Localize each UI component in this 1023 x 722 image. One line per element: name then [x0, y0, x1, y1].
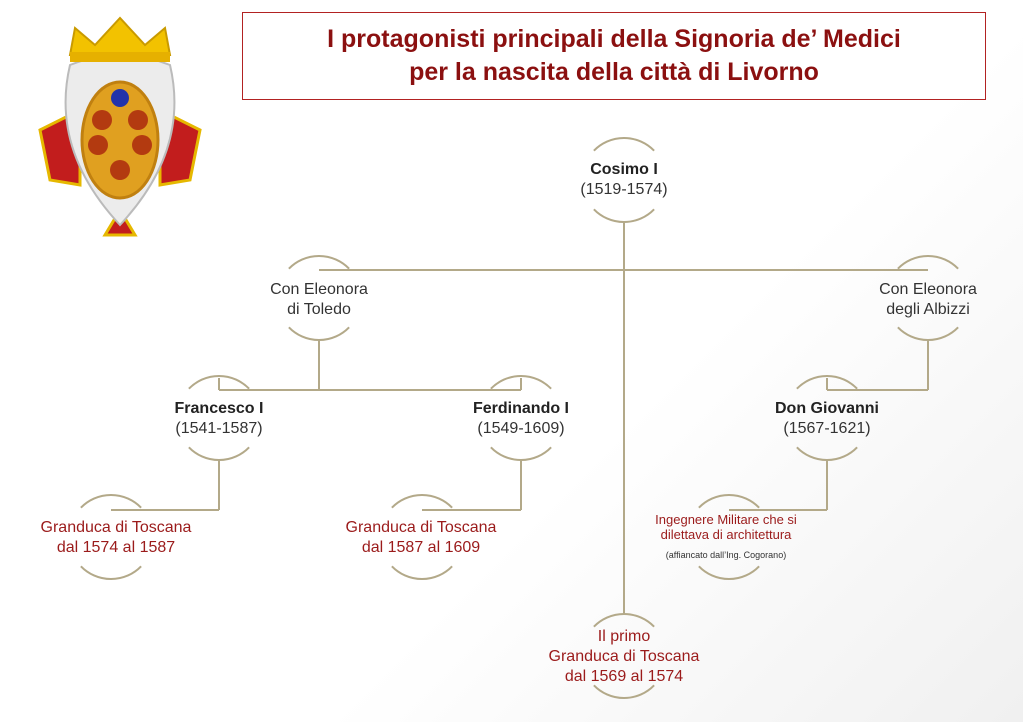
- node-giovanni: Don Giovanni (1567-1621): [727, 399, 927, 439]
- medici-crest-icon: [38, 16, 202, 237]
- line2: di Toledo: [287, 301, 351, 318]
- line2: dal 1574 al 1587: [56, 539, 176, 556]
- line1: Granduca di Toscana: [345, 519, 497, 536]
- node-arc-top: [897, 255, 959, 270]
- line1: Con Eleonora: [879, 281, 977, 298]
- node-arc-bottom: [698, 565, 760, 580]
- node-eleonora-toledo: Con Eleonora di Toledo: [219, 280, 419, 320]
- node-cosimo: Cosimo I (1519-1574): [524, 160, 724, 200]
- node-arc-bottom: [80, 565, 142, 580]
- dates: (1549-1609): [477, 420, 565, 437]
- dates: (1567-1621): [783, 420, 871, 437]
- node-francesco-role: Granduca di Toscana dal 1574 al 1587: [16, 518, 216, 558]
- node-arc-bottom: [188, 446, 250, 461]
- line1: Granduca di Toscana: [40, 519, 192, 536]
- line1: Il primo: [597, 628, 651, 645]
- node-arc-top: [593, 613, 655, 628]
- line2: dilettava di architettura: [660, 527, 792, 542]
- page-title: I protagonisti principali della Signoria…: [242, 12, 986, 100]
- node-arc-bottom: [796, 446, 858, 461]
- node-arc-top: [490, 375, 552, 390]
- node-ferdinando-role: Granduca di Toscana dal 1587 al 1609: [321, 518, 521, 558]
- node-arc-bottom: [593, 208, 655, 223]
- name: Francesco I: [174, 400, 264, 417]
- name: Don Giovanni: [775, 400, 879, 417]
- note: (affiancato dall’Ing. Cogorano): [665, 550, 787, 560]
- node-arc-top: [188, 375, 250, 390]
- line2: dal 1587 al 1609: [361, 539, 481, 556]
- node-arc-top: [593, 137, 655, 152]
- line3: dal 1569 al 1574: [564, 668, 684, 685]
- node-arc-top: [80, 494, 142, 509]
- node-arc-top: [796, 375, 858, 390]
- line2: degli Albizzi: [886, 301, 970, 318]
- node-arc-top: [698, 494, 760, 509]
- node-arc-top: [391, 494, 453, 509]
- node-arc-top: [288, 255, 350, 270]
- title-line-1: I protagonisti principali della Signoria…: [327, 25, 901, 53]
- node-francesco: Francesco I (1541-1587): [119, 399, 319, 439]
- name: Cosimo I: [590, 161, 658, 178]
- dates: (1541-1587): [175, 420, 263, 437]
- name: Ferdinando I: [473, 400, 569, 417]
- title-line-2: per la nascita della città di Livorno: [409, 58, 819, 86]
- node-arc-bottom: [391, 565, 453, 580]
- node-eleonora-albizzi: Con Eleonora degli Albizzi: [828, 280, 1023, 320]
- line2: Granduca di Toscana: [548, 648, 700, 665]
- node-arc-bottom: [490, 446, 552, 461]
- line1: Con Eleonora: [270, 281, 368, 298]
- line1: Ingegnere Militare che si: [655, 512, 797, 527]
- node-arc-bottom: [593, 684, 655, 699]
- node-arc-bottom: [897, 326, 959, 341]
- node-arc-bottom: [288, 326, 350, 341]
- dates: (1519-1574): [580, 181, 668, 198]
- node-ferdinando: Ferdinando I (1549-1609): [421, 399, 621, 439]
